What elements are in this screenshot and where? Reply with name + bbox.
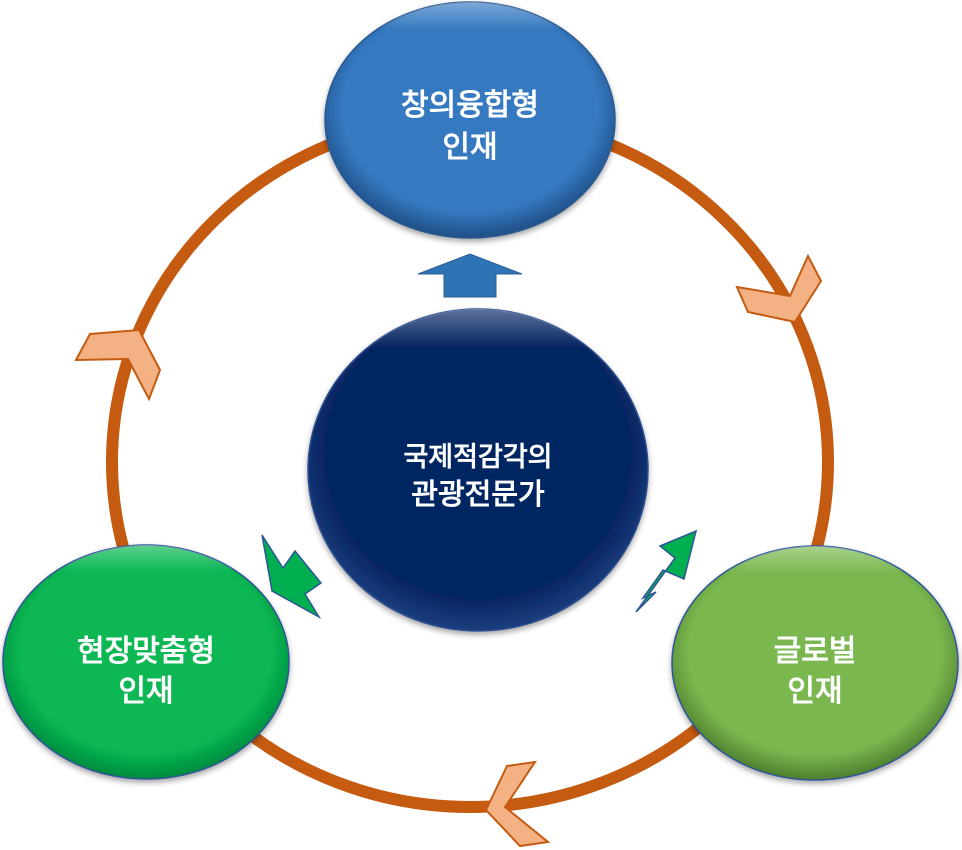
node-creative-line1: 창의융합형 [401, 88, 539, 123]
center-line2: 관광전문가 [411, 477, 545, 511]
cycle-arrow-right [735, 253, 823, 324]
arrow-to-field [261, 534, 323, 620]
cycle-arrow-left [74, 328, 162, 402]
arrow-to-global [635, 529, 698, 613]
center-line1: 국제적감각의 [403, 442, 552, 473]
node-creative-line2: 인재 [442, 130, 497, 165]
node-field-line1: 현장맞춤형 [77, 634, 215, 669]
node-global-line1: 글로벌 [774, 634, 857, 669]
node-creative [324, 1, 616, 239]
node-field [2, 544, 290, 780]
center-node [307, 308, 649, 632]
arrow-up-to-creative [417, 253, 523, 298]
node-global-line2: 인재 [787, 674, 842, 709]
node-global [671, 545, 959, 781]
cycle-arrow-bottom [484, 760, 551, 848]
node-field-line2: 인재 [118, 674, 173, 709]
